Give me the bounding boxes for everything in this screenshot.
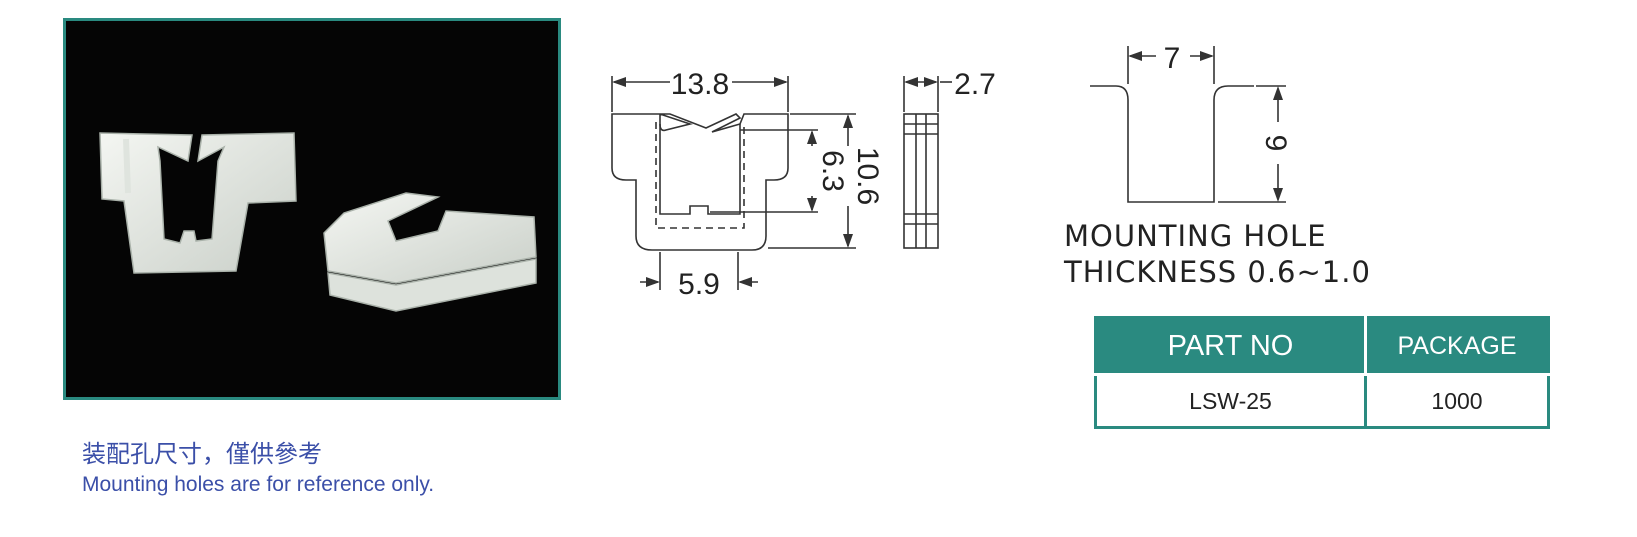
dim-slot-width-label: 5.9	[678, 268, 720, 301]
mounting-hole-line2: THICKNESS 0.6~1.0	[1064, 255, 1371, 289]
dim-inner-height-label: 6.3	[816, 150, 849, 192]
mounting-hole-line1: MOUNTING HOLE	[1064, 219, 1327, 253]
table-row: LSW-25 1000	[1095, 373, 1549, 428]
part-table: PART NO PACKAGE LSW-25 1000	[1094, 316, 1550, 429]
note-english: Mounting holes are for reference only.	[82, 473, 435, 496]
dim-outer-height-label: 10.6	[851, 147, 884, 205]
cell-package: 1000	[1364, 373, 1549, 428]
note-chinese: 装配孔尺寸，僅供參考	[82, 440, 322, 468]
dim-width-label: 13.8	[671, 68, 729, 101]
product-photo	[63, 18, 561, 400]
mounting-hole-caption: MOUNTING HOLE THICKNESS 0.6~1.0	[1064, 218, 1371, 290]
reference-note: 装配孔尺寸，僅供參考 Mounting holes are for refere…	[82, 438, 434, 500]
header-part-no: PART NO	[1095, 317, 1367, 375]
table-header-row: PART NO PACKAGE	[1095, 317, 1549, 375]
dim-hole-width-label: 7	[1164, 42, 1181, 75]
cell-part-no: LSW-25	[1095, 373, 1366, 428]
header-package: PACKAGE	[1364, 317, 1549, 375]
product-photo-image	[99, 132, 537, 312]
dim-thickness-label: 2.7	[954, 68, 996, 101]
dim-hole-depth-label: 9	[1259, 135, 1292, 152]
